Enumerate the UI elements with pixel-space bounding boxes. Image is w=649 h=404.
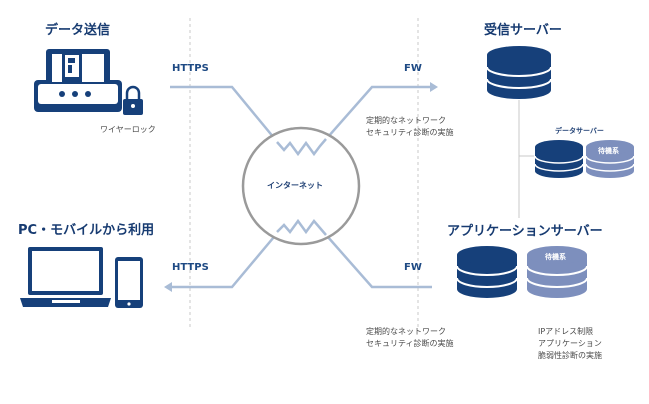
- https-bottom-label: HTTPS: [172, 262, 209, 273]
- security-note-top: 定期的なネットワーク セキュリティ診断の実施: [366, 116, 454, 137]
- internet-ring: [241, 126, 361, 246]
- fw-bottom-label: FW: [404, 262, 422, 273]
- https-top-label: HTTPS: [172, 63, 209, 74]
- lock-icon: [123, 85, 143, 115]
- fw-top-label: FW: [404, 63, 422, 74]
- send-title: データ送信: [45, 23, 111, 38]
- standby-label-data: 待機系: [598, 147, 619, 155]
- app-server-title: アプリケーションサーバー: [447, 224, 603, 239]
- security-note-bottom: 定期的なネットワーク セキュリティ診断の実施: [366, 327, 454, 348]
- scanner-icon: [34, 49, 122, 112]
- receive-server-database-icon: [486, 46, 552, 99]
- standby-label-app: 待機系: [545, 253, 566, 261]
- data-server-label: データサーバー: [555, 127, 604, 135]
- wire-lock-label: ワイヤーロック: [100, 125, 156, 134]
- https-bottom-arrow-icon: [164, 282, 172, 292]
- data-server-standby-database-icon: [585, 140, 635, 178]
- pc-title: PC・モバイルから利用: [18, 223, 155, 238]
- app-server-database-icon: [456, 246, 518, 298]
- internet-label: インターネット: [267, 181, 323, 190]
- smartphone-icon: [115, 257, 143, 308]
- data-server-database-icon: [534, 140, 584, 178]
- laptop-icon: [20, 247, 111, 307]
- fw-top-arrow-icon: [430, 82, 438, 92]
- app-security-note: IPアドレス制限 アプリケーション 脆弱性診断の実施: [538, 327, 602, 360]
- receive-server-title: 受信サーバー: [484, 23, 562, 38]
- app-server-standby-database-icon: [526, 246, 588, 298]
